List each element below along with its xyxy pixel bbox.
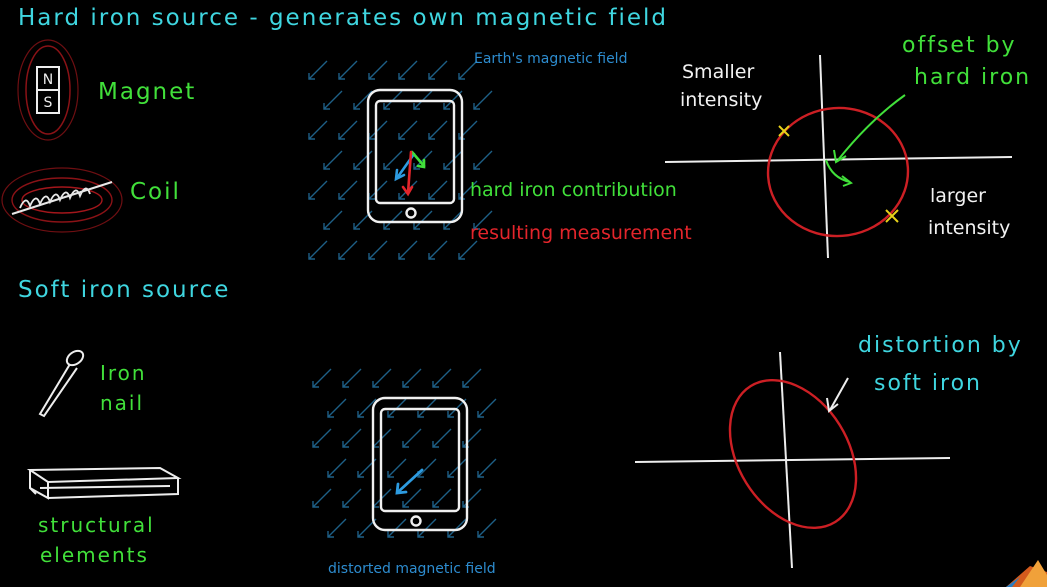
soft-iron-vector — [395, 468, 424, 495]
field-arrow — [312, 488, 332, 508]
field-arrow — [368, 180, 388, 200]
distorted-field-label: distorted magnetic field — [328, 561, 496, 577]
matlab-logo — [1006, 560, 1047, 587]
page-title: Hard iron source - generates own magneti… — [18, 5, 669, 31]
coil-label: Coil — [130, 179, 181, 205]
earth-field-arrows — [308, 60, 493, 260]
field-arrow — [402, 428, 422, 448]
field-arrow — [308, 240, 328, 260]
soft-iron-plot — [634, 351, 951, 569]
tablet-bottom — [371, 396, 469, 532]
field-arrow — [387, 518, 407, 538]
field-arrow — [323, 90, 343, 110]
field-arrow — [473, 90, 493, 110]
field-arrow — [413, 210, 433, 230]
larger-intensity-line2: intensity — [928, 217, 1011, 239]
hard-contribution-label: hard iron contribution — [470, 179, 677, 201]
iron-nail-label-line1: Iron — [100, 361, 147, 385]
field-arrow — [432, 428, 452, 448]
field-arrow — [327, 398, 347, 418]
field-arrow — [353, 90, 373, 110]
iron-nail-icon — [38, 349, 85, 418]
field-arrow — [312, 368, 332, 388]
field-arrow — [432, 368, 452, 388]
field-arrow — [357, 398, 377, 418]
structural-label-line1: structural — [38, 513, 155, 537]
magnet-icon: N S — [17, 39, 79, 141]
field-arrow — [417, 458, 437, 478]
distortion-label-line2: soft iron — [874, 371, 982, 396]
field-arrow — [398, 120, 418, 140]
field-arrow — [342, 428, 362, 448]
field-arrow — [387, 458, 407, 478]
magnet-north-letter: N — [43, 72, 53, 88]
field-arrow — [312, 428, 332, 448]
tablet-top — [366, 88, 464, 224]
field-arrow — [338, 180, 358, 200]
structural-beam-icon — [26, 466, 182, 500]
field-arrow — [338, 240, 358, 260]
field-arrow — [308, 60, 328, 80]
hard-iron-vectors — [394, 150, 426, 197]
field-arrow — [473, 210, 493, 230]
field-arrow — [462, 488, 482, 508]
field-arrow — [477, 398, 497, 418]
field-arrow — [327, 458, 347, 478]
field-arrow — [368, 240, 388, 260]
field-arrow — [342, 488, 362, 508]
magnet-label: Magnet — [98, 79, 197, 105]
field-arrow — [368, 120, 388, 140]
field-arrow — [323, 210, 343, 230]
smaller-intensity-line2: intensity — [680, 89, 763, 111]
field-arrow — [398, 240, 418, 260]
field-arrow — [342, 368, 362, 388]
field-arrow — [428, 60, 448, 80]
magnet-south-letter: S — [44, 95, 53, 111]
field-arrow — [372, 368, 392, 388]
field-arrow — [477, 518, 497, 538]
hard-iron-plot — [664, 54, 1013, 259]
larger-intensity-line1: larger — [930, 185, 986, 207]
field-arrow — [443, 210, 463, 230]
smaller-intensity-line1: Smaller — [682, 61, 755, 83]
field-arrow — [428, 240, 448, 260]
iron-nail-label-line2: nail — [100, 391, 145, 415]
field-arrow — [383, 210, 403, 230]
field-arrow — [447, 518, 467, 538]
field-arrow — [338, 60, 358, 80]
field-arrow — [462, 428, 482, 448]
structural-label-line2: elements — [40, 543, 149, 567]
field-arrow — [323, 150, 343, 170]
field-arrow — [477, 458, 497, 478]
field-arrow — [417, 518, 437, 538]
field-arrow — [432, 488, 452, 508]
coil-icon — [1, 167, 123, 233]
field-arrow — [383, 150, 403, 170]
field-arrow — [402, 488, 422, 508]
field-arrow — [353, 150, 373, 170]
resulting-measurement-label: resulting measurement — [470, 222, 692, 244]
field-arrow — [462, 368, 482, 388]
field-arrow — [368, 60, 388, 80]
field-arrow — [398, 60, 418, 80]
field-arrow — [458, 240, 478, 260]
field-arrow — [428, 120, 448, 140]
offset-label-line1: offset by — [902, 33, 1017, 58]
field-arrow — [338, 120, 358, 140]
distorted-field-arrows — [312, 368, 497, 538]
soft-iron-heading: Soft iron source — [18, 277, 231, 303]
field-arrow — [402, 368, 422, 388]
offset-label-line2: hard iron — [914, 65, 1032, 90]
earth-field-label: Earth's magnetic field — [474, 51, 628, 67]
field-arrow — [308, 180, 328, 200]
distortion-label-line1: distortion by — [858, 333, 1023, 358]
field-arrow — [473, 150, 493, 170]
field-arrow — [447, 458, 467, 478]
field-arrow — [428, 180, 448, 200]
field-arrow — [308, 120, 328, 140]
field-arrow — [458, 60, 478, 80]
field-arrow — [327, 518, 347, 538]
